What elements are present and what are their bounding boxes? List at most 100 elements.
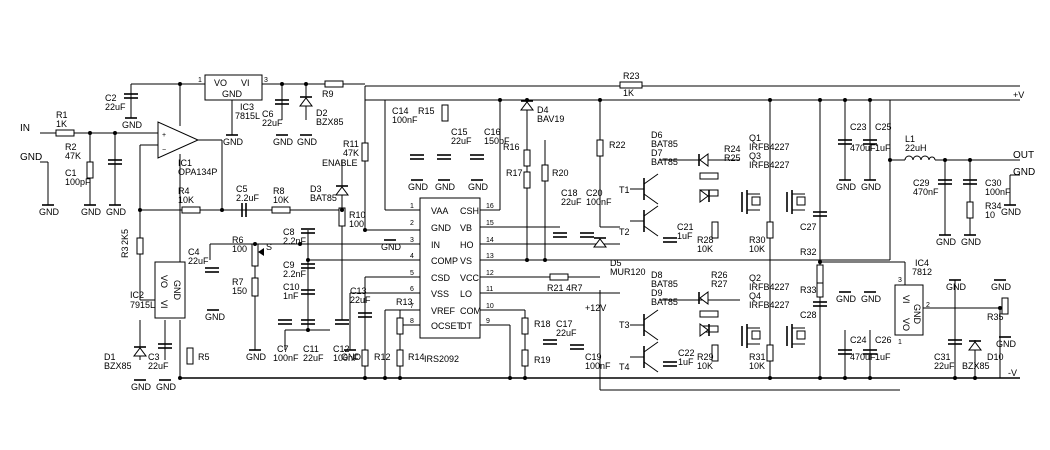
- mosfet-value: IRFB4227: [749, 282, 790, 292]
- capacitor-c8: [301, 228, 315, 234]
- diode-value: BAT85: [651, 279, 678, 289]
- ic4-ref: IC4: [915, 258, 929, 268]
- diode-value: BAT85: [651, 139, 678, 149]
- ic4-value: 7812: [912, 267, 932, 277]
- ground-symbols: GND GND GND GND GND GND GND GND GND GND …: [20, 117, 1035, 392]
- resistor-value: 2K5: [120, 229, 130, 245]
- transistor-label: T3: [619, 320, 630, 330]
- gnd-symbol: GND: [836, 179, 857, 192]
- resistor-label: R13: [396, 297, 413, 307]
- resistor-r13: [396, 317, 404, 335]
- resistor-label: R28: [697, 235, 714, 245]
- capacitor-c12: [335, 319, 349, 325]
- diode-label: D9: [651, 288, 663, 298]
- resistor-label: R5: [198, 352, 210, 362]
- resistor-value: 100: [232, 244, 247, 254]
- driver-pin-name: COMP: [431, 256, 458, 266]
- resistor-label: R10: [349, 210, 366, 220]
- driver-pin-name: VREF: [431, 306, 456, 316]
- transistor-label: T4: [619, 362, 630, 372]
- transistor-label: T1: [619, 185, 630, 195]
- resistor-label: R12: [374, 352, 391, 362]
- gnd-symbol: GND: [297, 134, 318, 147]
- driver-pin-number: 7: [410, 303, 414, 310]
- svg-text:−: −: [162, 147, 166, 154]
- resistor-value: 10K: [749, 361, 765, 371]
- ic2-gnd: GND: [172, 280, 182, 301]
- mosfet-value: IRFB4227: [749, 160, 790, 170]
- driver-pin-number: 6: [410, 286, 414, 293]
- ic3-vo: VO: [214, 78, 227, 88]
- mosfet-label: Q2: [749, 273, 761, 283]
- diode-d5: [593, 237, 607, 248]
- mosfet-label: Q4: [749, 291, 761, 301]
- capacitor-label: C16: [484, 127, 501, 137]
- capacitor-label: C8: [283, 227, 295, 237]
- gnd-symbol: GND: [861, 179, 882, 192]
- resistor-label: R31: [749, 352, 766, 362]
- capacitor-label: C22: [678, 348, 695, 358]
- capacitor-c5: [241, 203, 247, 217]
- capacitor-c19: [570, 344, 584, 350]
- resistor-label: R17: [506, 168, 523, 178]
- regulator-ic3: VO VI GND 1 3 IC3 7815L: [198, 74, 268, 121]
- driver-pin-name: VCC: [460, 273, 480, 283]
- gnd-label: GND: [1013, 167, 1035, 178]
- gnd-symbol: GND: [961, 234, 982, 247]
- resistor-label: R21: [547, 283, 564, 293]
- capacitor-value: 22uF: [556, 328, 577, 338]
- diode-d3: [335, 185, 349, 196]
- capacitor-label: C1: [65, 168, 77, 178]
- driver-pin-number: 16: [486, 203, 494, 210]
- rail-neg-label: -V: [1008, 368, 1017, 378]
- driver-pin-number: 2: [410, 220, 414, 227]
- driver-pin-name: VB: [460, 223, 472, 233]
- capacitor-value: 1nF: [283, 291, 299, 301]
- transistor-t3: [630, 309, 659, 341]
- gnd-symbol: GND: [246, 349, 267, 362]
- diode-label: D2: [316, 108, 328, 118]
- driver-pin-name: LO: [460, 289, 472, 299]
- resistor-r19: [521, 349, 529, 367]
- transistor-t2: [630, 205, 659, 237]
- diodes: D1 BZX85 D2 BZX85 D3 BAT85 D4 BAV19 D5 M…: [104, 96, 1004, 371]
- svg-text:GND: GND: [381, 242, 402, 252]
- diode-label: D7: [651, 148, 663, 158]
- junction-dots: [88, 82, 1002, 380]
- capacitor-c27: [813, 211, 827, 217]
- capacitor-label: C9: [283, 260, 295, 270]
- driver-pin-name: DT: [460, 321, 472, 331]
- resistor-r14: [396, 349, 404, 367]
- driver-pin-name: VAA: [431, 206, 448, 216]
- mosfet-label: Q1: [749, 133, 761, 143]
- gnd-symbol: GND: [408, 179, 429, 192]
- capacitor-value: 1uF: [677, 231, 693, 241]
- gnd-symbol: GND: [39, 204, 60, 217]
- capacitor-label: C17: [556, 319, 573, 329]
- gnd-symbol: GND: [156, 379, 177, 392]
- capacitor-value: 22uF: [934, 361, 955, 371]
- svg-text:GND: GND: [1001, 207, 1022, 217]
- diode-d9: [699, 323, 710, 337]
- capacitor-c10: [301, 289, 315, 295]
- ic2-value: 7915L: [130, 300, 155, 310]
- resistor-r9: [324, 80, 344, 88]
- resistor-label: R2: [65, 142, 77, 152]
- ic2-vo: VO: [159, 275, 169, 288]
- gnd-label: GND: [20, 152, 42, 163]
- capacitor-c25: [863, 139, 877, 145]
- resistor-r2: [86, 161, 94, 179]
- resistor-r7: [251, 277, 259, 297]
- resistor-label: R15: [418, 106, 435, 116]
- transistor-label: T2: [619, 227, 630, 237]
- ic2-vi: VI: [159, 300, 169, 309]
- resistor-r16: [523, 149, 531, 167]
- ic1-value: OPA134P: [178, 167, 217, 177]
- gnd-symbol: GND: [223, 134, 244, 147]
- capacitor-label: C4: [188, 247, 200, 257]
- resistor-value: 47K: [343, 148, 359, 158]
- pot-wiper-label: S: [266, 242, 272, 252]
- resistor-label: R30: [749, 235, 766, 245]
- resistor-label: R6: [232, 235, 244, 245]
- resistor-label: R25: [724, 153, 741, 163]
